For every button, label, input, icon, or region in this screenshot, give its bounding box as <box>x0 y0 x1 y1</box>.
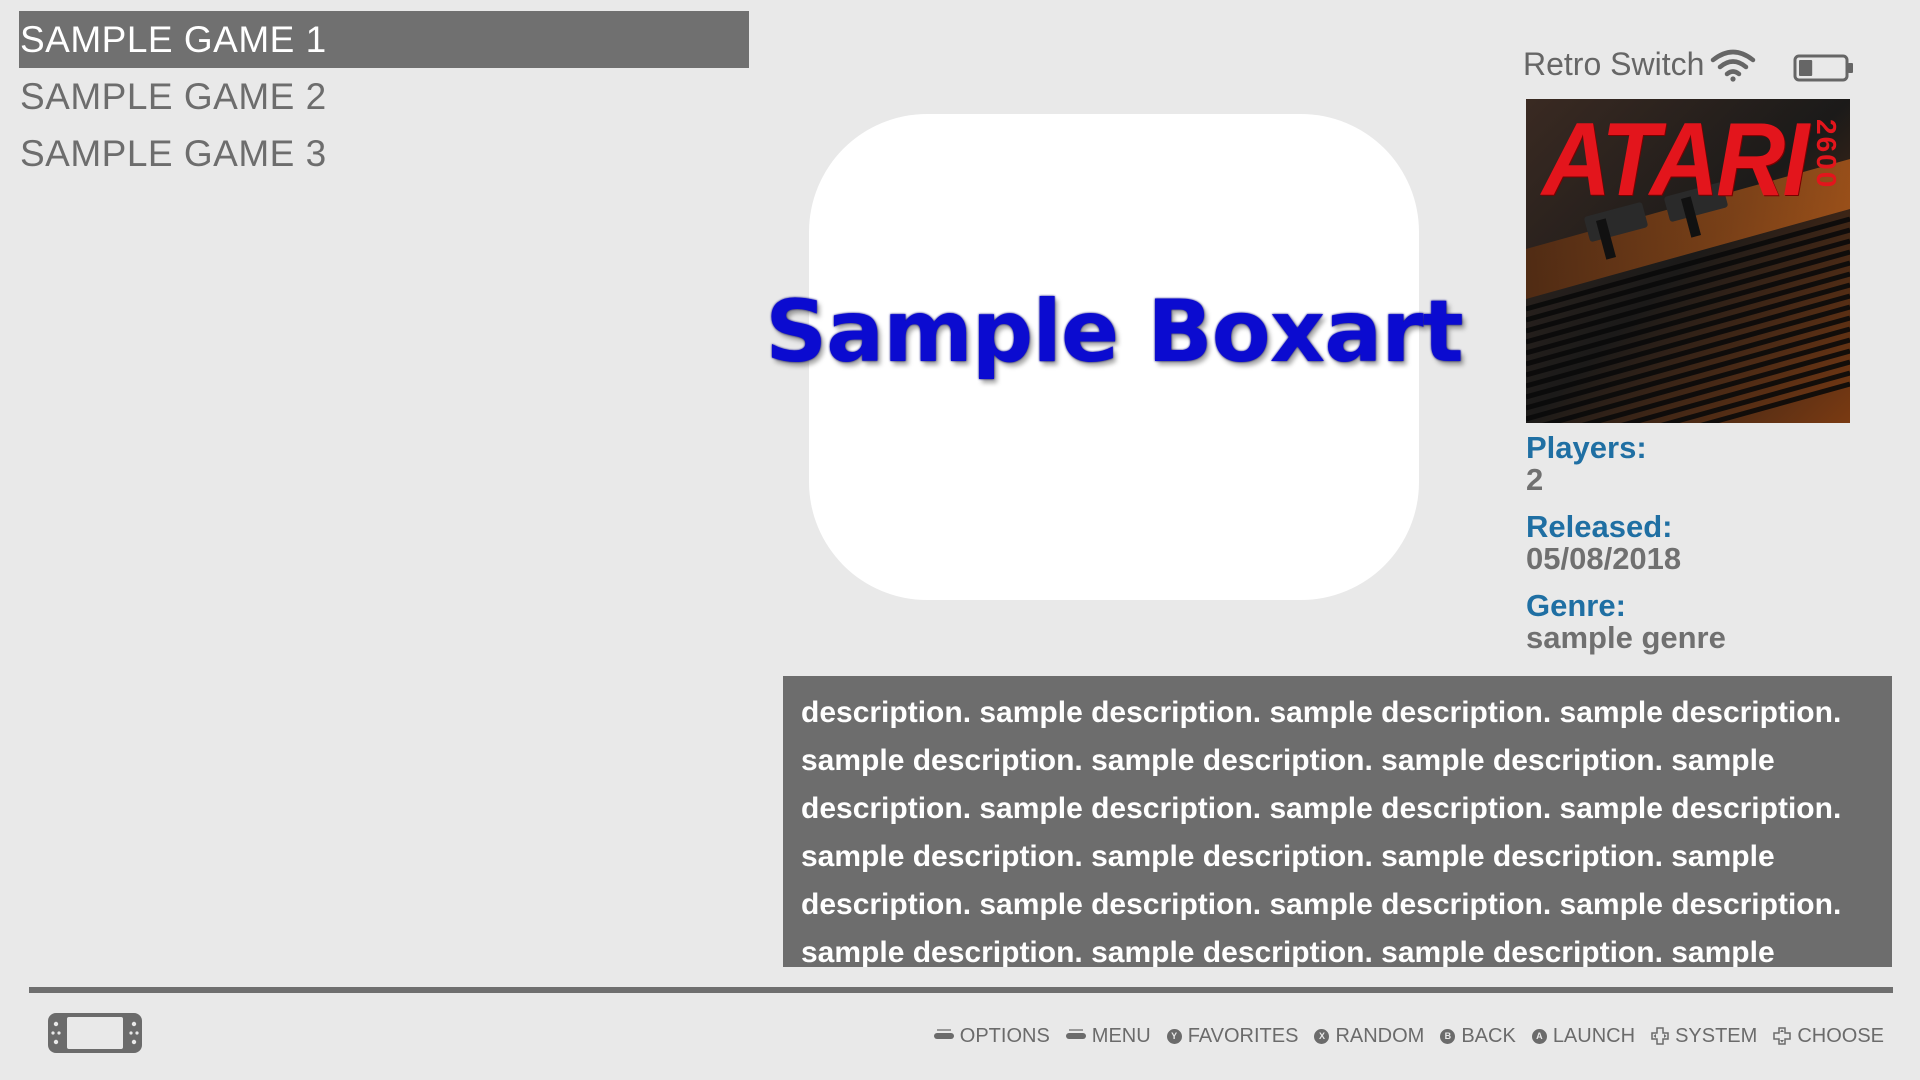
players-label: Players: <box>1526 430 1647 465</box>
footer-divider <box>29 987 1893 993</box>
released-field: Released: 05/08/2018 <box>1526 511 1866 575</box>
game-boxart: Sample Boxart <box>765 114 1464 600</box>
x-button-icon: X <box>1314 1028 1330 1044</box>
help-launch: A LAUNCH <box>1531 1024 1636 1048</box>
wifi-icon <box>1710 49 1756 82</box>
game-metadata: Players: 2 Released: 05/08/2018 Genre: s… <box>1526 432 1866 669</box>
players-value: 2 <box>1526 462 1544 497</box>
help-label: LAUNCH <box>1552 1024 1636 1047</box>
select-button-icon <box>933 1029 954 1039</box>
a-button-icon: A <box>1531 1028 1547 1044</box>
game-list-item[interactable]: SAMPLE GAME 2 <box>20 76 327 117</box>
help-choose: CHOOSE <box>1773 1025 1884 1048</box>
status-header: Retro Switch <box>1518 46 1858 88</box>
help-label: SYSTEM <box>1675 1024 1758 1047</box>
help-favorites: Y FAVORITES <box>1166 1024 1299 1048</box>
released-label: Released: <box>1526 509 1673 544</box>
help-label: RANDOM <box>1335 1024 1425 1047</box>
help-back: B BACK <box>1440 1024 1516 1048</box>
help-label: MENU <box>1091 1024 1151 1047</box>
game-list-item[interactable]: SAMPLE GAME 3 <box>20 133 327 174</box>
game-list-item[interactable]: SAMPLE GAME 1 <box>19 11 749 68</box>
handheld-console-icon <box>48 1013 142 1053</box>
players-field: Players: 2 <box>1526 432 1866 496</box>
battery-icon <box>1793 54 1853 82</box>
help-menu: MENU <box>1065 1024 1151 1048</box>
genre-value: sample genre <box>1526 620 1726 655</box>
game-list: SAMPLE GAME 1 SAMPLE GAME 2 SAMPLE GAME … <box>19 11 749 182</box>
system-logo-image: ATARI 2600 <box>1526 99 1850 423</box>
dpad-left-right-icon <box>1651 1027 1669 1045</box>
genre-field: Genre: sample genre <box>1526 590 1866 654</box>
help-random: X RANDOM <box>1314 1025 1424 1048</box>
b-button-icon: B <box>1440 1028 1456 1044</box>
console-photo <box>1526 99 1850 423</box>
help-label: BACK <box>1461 1024 1516 1047</box>
atari-model: 2600 <box>1811 119 1842 190</box>
help-options: OPTIONS <box>933 1024 1050 1048</box>
atari-wordmark: ATARI <box>1542 102 1809 218</box>
help-system: SYSTEM <box>1651 1025 1757 1048</box>
system-name: Retro Switch <box>1523 46 1705 82</box>
y-button-icon: Y <box>1166 1028 1182 1044</box>
game-description[interactable]: description. sample description. sample … <box>783 676 1892 967</box>
start-button-icon <box>1065 1029 1086 1039</box>
help-label: FAVORITES <box>1187 1024 1299 1047</box>
help-label: OPTIONS <box>959 1024 1050 1047</box>
description-text: description. sample description. sample … <box>801 696 1842 967</box>
boxart-text: Sample Boxart <box>765 282 1464 382</box>
help-label: CHOOSE <box>1797 1024 1884 1047</box>
dpad-up-down-icon <box>1773 1027 1792 1045</box>
released-value: 05/08/2018 <box>1526 541 1682 576</box>
genre-label: Genre: <box>1526 588 1626 623</box>
help-bar: OPTIONS MENU Y FAVORITES X RANDOM B BACK… <box>933 1021 1884 1051</box>
